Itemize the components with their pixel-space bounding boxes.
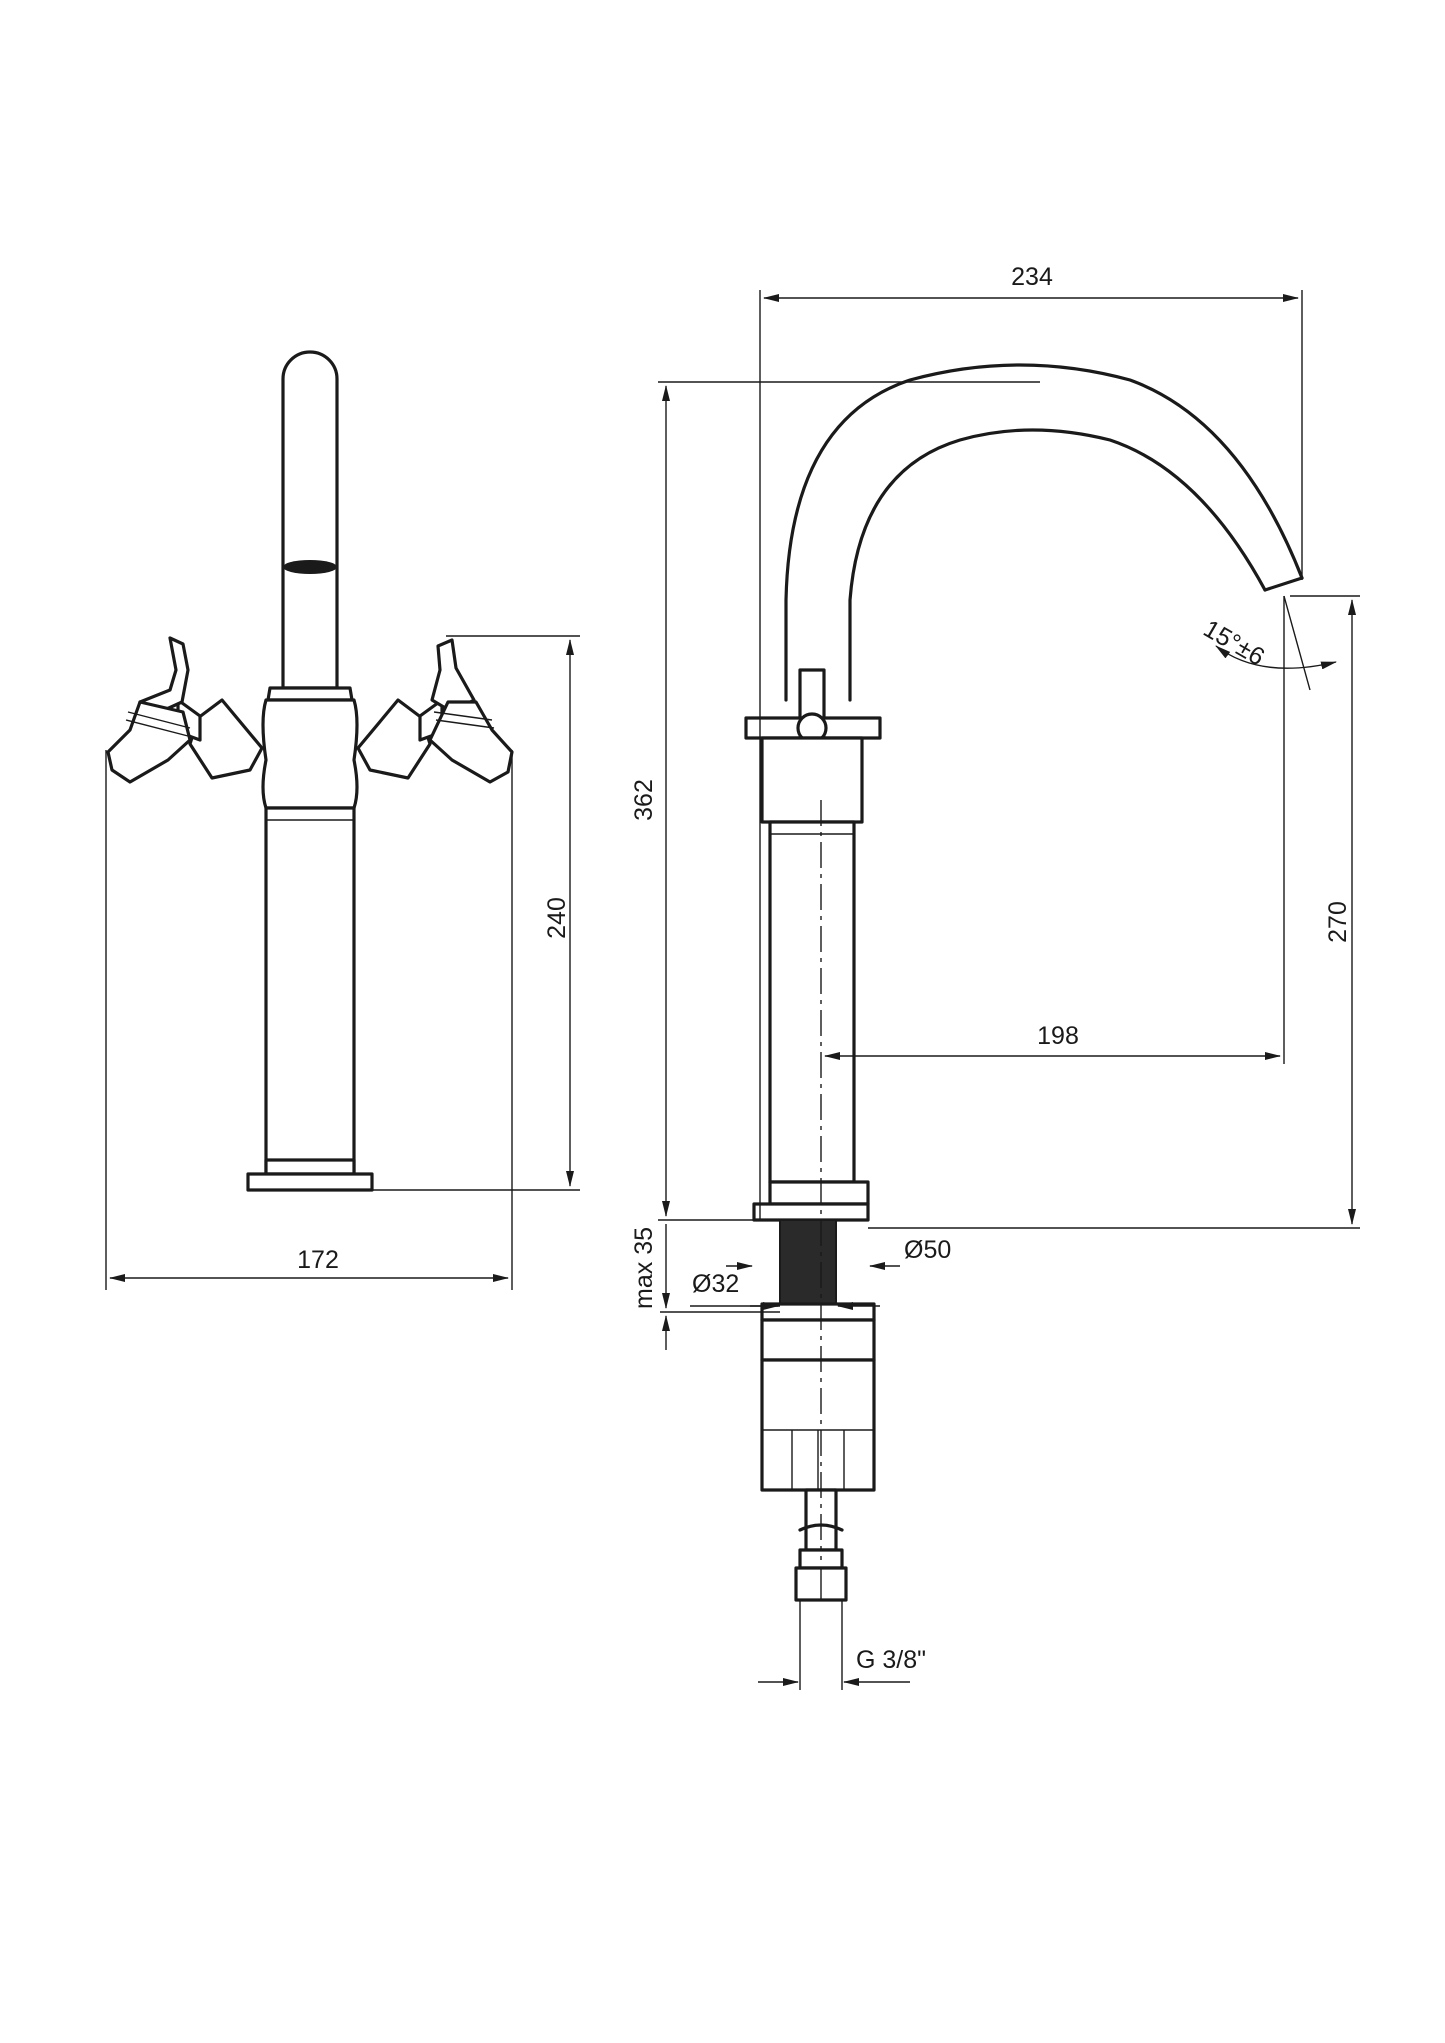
- side-mounting-nut: [760, 1358, 876, 1492]
- front-top-collar: [266, 686, 354, 702]
- side-column: [768, 820, 856, 1184]
- front-spout-tube: [281, 350, 339, 690]
- dim-max-thickness: max 35: [630, 1227, 658, 1309]
- dim-spout-angle: 15°±6: [1199, 615, 1270, 672]
- dim-connection: G 3/8": [856, 1646, 926, 1674]
- front-valve-body: [261, 698, 359, 810]
- dim-base-diameter: Ø50: [904, 1236, 951, 1264]
- side-base-plate: [752, 1202, 870, 1222]
- front-view: 172 240: [105, 350, 580, 1290]
- side-view: 234 362 198 270 15°±6 max 35 Ø32 Ø50: [630, 263, 1360, 1690]
- front-right-handle: [356, 638, 514, 784]
- dim-thread-diameter: Ø32: [692, 1270, 739, 1298]
- side-locknut: [760, 1318, 876, 1362]
- front-column: [264, 806, 356, 1176]
- dim-spout-total: 234: [1011, 263, 1053, 291]
- front-left-handle: [106, 636, 264, 784]
- side-spout-tip: [1263, 576, 1304, 592]
- side-spout-outer: [784, 363, 1304, 702]
- front-spout-outlet: [283, 560, 337, 574]
- side-spout-inner: [848, 428, 1267, 702]
- front-lower-ring: [264, 1158, 356, 1176]
- dim-width-front: 172: [297, 1246, 339, 1274]
- front-base-plate: [246, 1172, 374, 1192]
- side-valve-body: [760, 736, 864, 824]
- side-threaded-stem: [779, 1219, 837, 1313]
- front-dimensions: [105, 635, 580, 1290]
- dim-total-height: 362: [630, 779, 658, 821]
- dim-spout-height: 270: [1324, 901, 1352, 943]
- dim-height-front: 240: [543, 897, 571, 939]
- side-base-ring: [768, 1180, 870, 1206]
- dim-spout-reach: 198: [1037, 1022, 1079, 1050]
